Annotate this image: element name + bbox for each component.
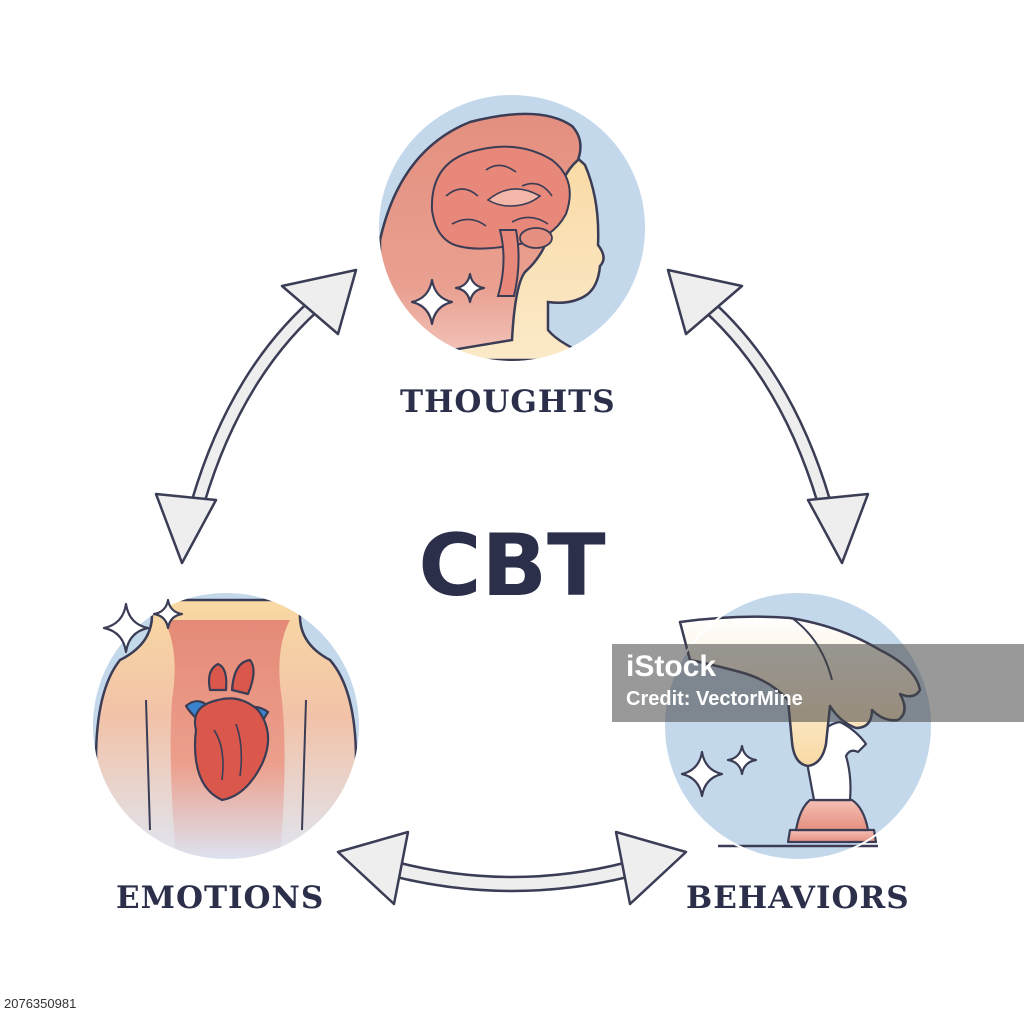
arrow-thoughts-behaviors (666, 268, 870, 565)
watermark: iStock Credit: VectorMine (612, 644, 1024, 722)
emotions-label: EMOTIONS (116, 880, 325, 916)
behaviors-icon (663, 591, 933, 861)
thoughts-icon (377, 93, 647, 363)
thoughts-label: THOUGHTS (400, 384, 616, 420)
heart-icon (184, 658, 270, 802)
watermark-credit: Credit: VectorMine (626, 688, 803, 710)
sparkle-icon (102, 598, 184, 654)
behaviors-label: BEHAVIORS (686, 880, 910, 916)
diagram-title: CBT (418, 516, 606, 616)
emotions-icon (91, 591, 361, 861)
watermark-brand: iStock (626, 650, 717, 683)
stock-id: 2076350981 (0, 994, 81, 1013)
sparkle-icon (680, 744, 758, 798)
arrow-emotions-behaviors (336, 830, 688, 906)
sparkle-icon (410, 272, 486, 326)
arrow-thoughts-emotions (154, 268, 358, 565)
